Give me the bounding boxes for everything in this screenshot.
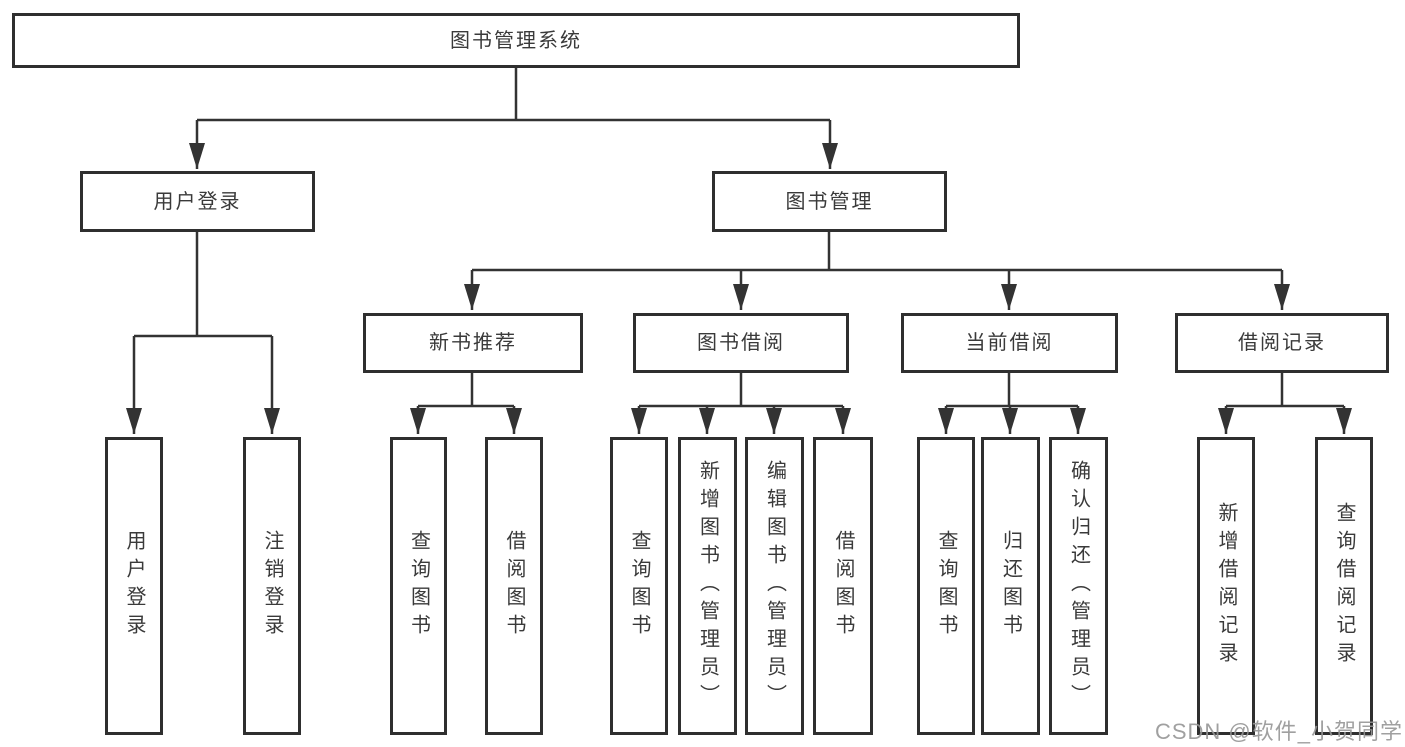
connector-user-login-children <box>126 232 280 434</box>
leaf-query-books-borrow: 查询图书 <box>610 437 668 735</box>
leaf-query-books-recommend: 查询图书 <box>390 437 447 735</box>
leaf-add-book-admin: 新增图书（管理员） <box>678 437 737 735</box>
leaf-query-books-current: 查询图书 <box>917 437 975 735</box>
node-new-book-recommend: 新书推荐 <box>363 313 583 373</box>
leaf-logout: 注销登录 <box>243 437 301 735</box>
connector-new-book-recommend-children <box>410 373 522 434</box>
node-book-management: 图书管理 <box>712 171 947 232</box>
watermark: CSDN @软件_小贺同学 <box>1154 719 1403 744</box>
connector-current-borrow-children <box>938 373 1086 434</box>
node-root: 图书管理系统 <box>12 13 1020 68</box>
leaf-borrow-books: 借阅图书 <box>813 437 873 735</box>
leaf-user-login: 用户登录 <box>105 437 163 735</box>
leaf-query-borrow-record: 查询借阅记录 <box>1315 437 1373 735</box>
leaf-return-book: 归还图书 <box>981 437 1040 735</box>
leaf-confirm-return-admin: 确认归还（管理员） <box>1049 437 1108 735</box>
connector-book-borrow-children <box>631 373 851 434</box>
node-user-login: 用户登录 <box>80 171 315 232</box>
connector-book-management-sections <box>464 232 1290 310</box>
leaf-add-borrow-record: 新增借阅记录 <box>1197 437 1255 735</box>
node-book-borrow: 图书借阅 <box>633 313 849 373</box>
leaf-edit-book-admin: 编辑图书（管理员） <box>745 437 804 735</box>
connector-borrow-records-children <box>1218 373 1352 434</box>
connector-root-to-level2 <box>189 68 838 169</box>
node-borrow-records: 借阅记录 <box>1175 313 1389 373</box>
leaf-borrow-books-recommend: 借阅图书 <box>485 437 543 735</box>
node-current-borrow: 当前借阅 <box>901 313 1118 373</box>
